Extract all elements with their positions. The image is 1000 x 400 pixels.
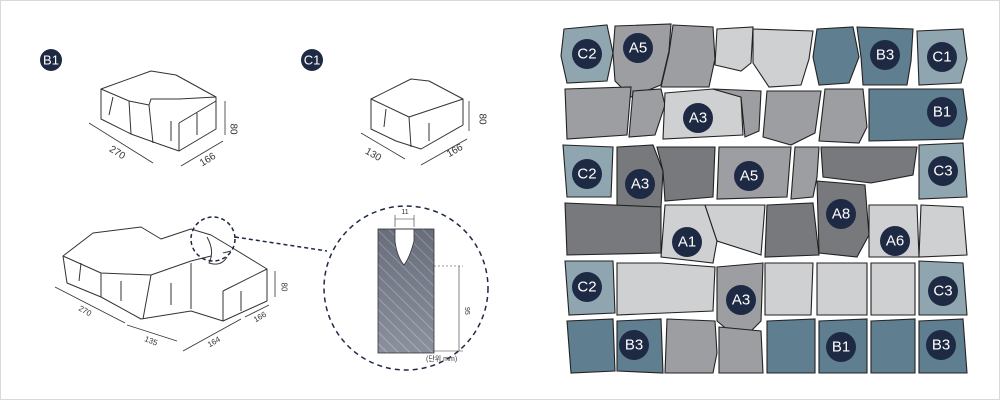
mosaic-badge-b3-bot-left: B3 <box>619 330 649 360</box>
stone <box>566 318 616 374</box>
svg-text:80: 80 <box>477 113 488 125</box>
svg-text:B1: B1 <box>832 339 850 356</box>
svg-text:A3: A3 <box>732 292 750 309</box>
mosaic-badge-a3-mid: A3 <box>625 169 655 199</box>
svg-text:C2: C2 <box>577 46 596 63</box>
stone <box>918 204 968 258</box>
stone <box>790 146 820 200</box>
svg-text:C1: C1 <box>304 53 321 68</box>
svg-text:135: 135 <box>143 334 159 348</box>
svg-text:B3: B3 <box>932 337 950 354</box>
svg-text:270: 270 <box>107 144 127 162</box>
mosaic-badge-b3-bot-right: B3 <box>926 330 956 360</box>
stone <box>870 318 916 374</box>
svg-text:A3: A3 <box>631 176 649 193</box>
mosaic-badge-c2-low: C2 <box>572 272 602 302</box>
paving-mosaic <box>560 23 968 374</box>
svg-text:A5: A5 <box>740 168 758 185</box>
stone <box>818 88 868 144</box>
mosaic-badge-a5-top: A5 <box>623 33 653 63</box>
svg-text:80: 80 <box>228 123 239 135</box>
stone <box>764 262 814 316</box>
stone <box>704 204 766 256</box>
mosaic-badge-b3-top: B3 <box>870 40 900 70</box>
b1-badge: B1 <box>40 49 62 71</box>
svg-text:166: 166 <box>198 151 218 169</box>
mosaic-badge-c2-mid: C2 <box>572 159 602 189</box>
svg-text:A1: A1 <box>678 234 696 251</box>
svg-text:A3: A3 <box>689 110 707 127</box>
stone <box>628 88 666 138</box>
mosaic-badge-c3-mid: C3 <box>928 156 958 186</box>
svg-text:C3: C3 <box>933 163 952 180</box>
stone <box>714 26 754 72</box>
svg-text:C1: C1 <box>932 49 951 66</box>
svg-text:166: 166 <box>445 142 465 160</box>
mosaic-badge-c3-low: C3 <box>928 276 958 306</box>
joint-detail: 11 95 (단위 mm) <box>323 205 489 371</box>
mosaic-badge-b1-bot: B1 <box>826 332 856 362</box>
mosaic-badge-a5-mid: A5 <box>734 161 764 191</box>
mosaic-badge-a6: A6 <box>880 226 910 256</box>
assembly-drawing <box>62 226 268 322</box>
stone <box>752 28 814 88</box>
mosaic-badge-c1-top: C1 <box>927 42 957 72</box>
svg-text:95: 95 <box>463 307 470 315</box>
svg-text:A6: A6 <box>886 233 904 250</box>
stone <box>870 262 916 316</box>
svg-text:(단위 mm): (단위 mm) <box>426 354 457 363</box>
mosaic-badge-a8: A8 <box>826 199 856 229</box>
mosaic-badges: C2 A5 B3 C1 A3 B1 C2 A3 A5 C3 A8 A1 A6 C… <box>572 33 958 362</box>
stone <box>764 202 820 258</box>
svg-text:C2: C2 <box>577 166 596 183</box>
stone <box>820 146 918 184</box>
svg-text:B3: B3 <box>625 337 643 354</box>
svg-text:130: 130 <box>363 146 383 164</box>
svg-text:80: 80 <box>280 283 289 292</box>
stone <box>712 88 762 138</box>
svg-text:11: 11 <box>401 209 408 216</box>
mosaic-badge-c2-top: C2 <box>572 39 602 69</box>
svg-text:B1: B1 <box>933 104 951 121</box>
mosaic-badge-a3-low: A3 <box>726 285 756 315</box>
stone <box>762 90 822 146</box>
stone <box>656 146 716 202</box>
stone <box>616 262 716 316</box>
stone <box>564 202 662 256</box>
stone <box>660 24 716 88</box>
detail-callout <box>190 216 328 262</box>
stone <box>766 318 816 374</box>
mosaic-badge-a3-upper: A3 <box>683 103 713 133</box>
mosaic-badge-a1: A1 <box>672 227 702 257</box>
stone <box>816 262 868 316</box>
svg-text:B1: B1 <box>43 53 59 68</box>
svg-text:166: 166 <box>252 309 269 324</box>
stone <box>664 318 718 374</box>
b1-block-drawing <box>100 70 217 152</box>
mosaic-badge-b1-upper: B1 <box>927 97 957 127</box>
svg-text:B3: B3 <box>876 47 894 64</box>
svg-text:C2: C2 <box>577 279 596 296</box>
c1-block-drawing <box>370 78 464 150</box>
stone <box>812 26 860 86</box>
svg-text:A5: A5 <box>629 40 647 57</box>
c1-badge: C1 <box>301 49 323 71</box>
svg-text:C3: C3 <box>933 283 952 300</box>
svg-text:A8: A8 <box>832 206 850 223</box>
stone <box>564 86 632 140</box>
stone <box>718 326 764 374</box>
